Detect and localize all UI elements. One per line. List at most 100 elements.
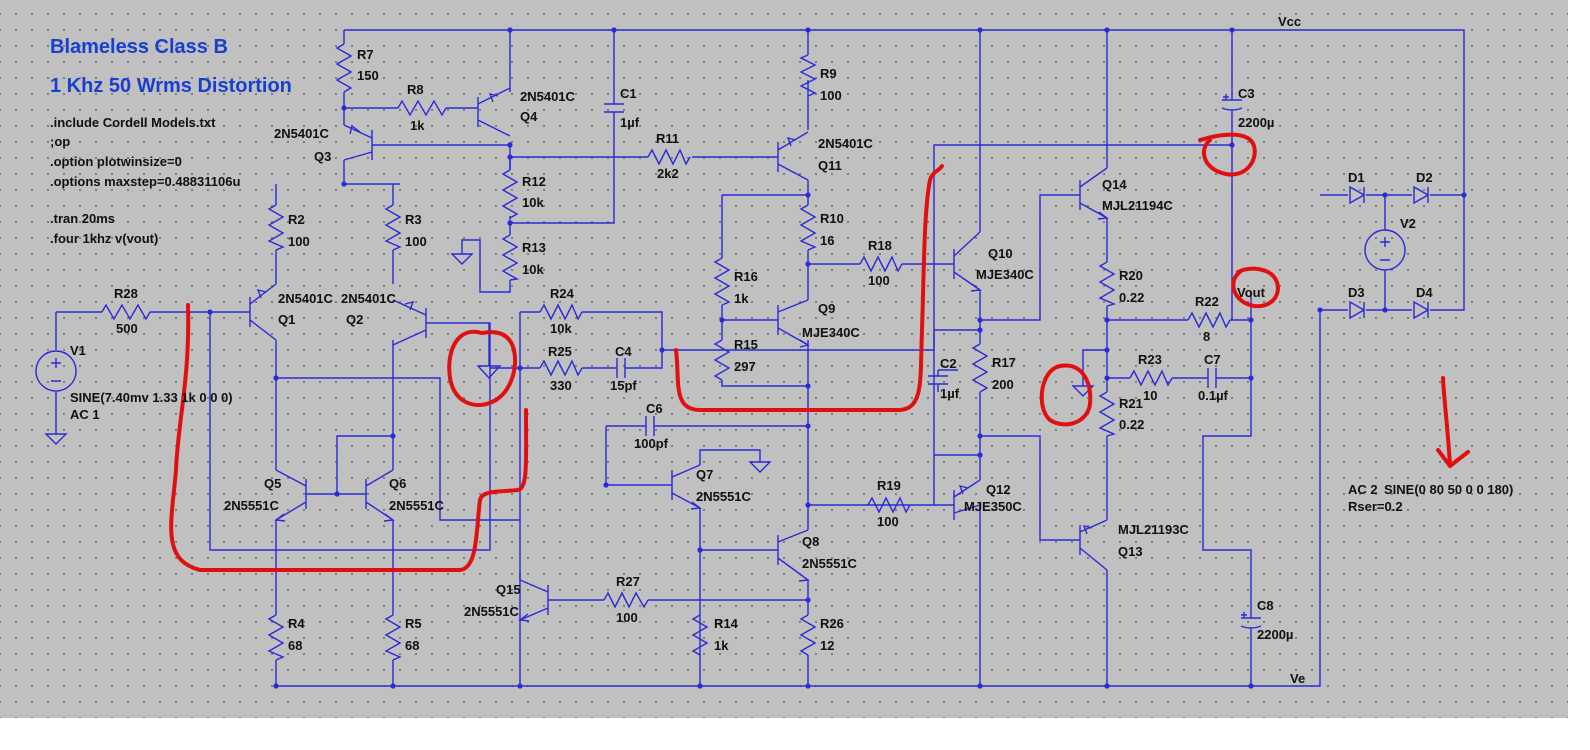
source-name: V1 bbox=[70, 343, 86, 358]
capacitor-c6 bbox=[640, 416, 660, 436]
schematic-svg: Blameless Class B 1 Khz 50 Wrms Distorti… bbox=[35, 14, 1513, 689]
transistor-name: Q9 bbox=[818, 301, 835, 316]
diode-label: D4 bbox=[1416, 285, 1433, 300]
transistor-q1 bbox=[249, 283, 277, 341]
transistor-q5 bbox=[274, 469, 307, 522]
transistors bbox=[249, 87, 1109, 622]
transistor-name: Q2 bbox=[346, 312, 363, 327]
resistor-name: R19 bbox=[877, 478, 901, 493]
transistor-model: MJE340C bbox=[802, 325, 860, 340]
directive: .option plotwinsize=0 bbox=[50, 154, 182, 169]
capacitor-name: C2 bbox=[940, 356, 957, 371]
transistor-name: Q10 bbox=[988, 246, 1013, 261]
transistor-model: 2N5401C bbox=[341, 291, 397, 306]
transistor-model: 2N5401C bbox=[274, 126, 330, 141]
capacitor-name: C8 bbox=[1257, 598, 1274, 613]
resistor-value: 0.22 bbox=[1119, 417, 1144, 432]
directive: .include Cordell Models.txt bbox=[50, 115, 216, 130]
resistor-value: 16 bbox=[820, 233, 834, 248]
capacitor-c8 bbox=[1240, 610, 1262, 640]
ltp-top-wires bbox=[275, 184, 394, 284]
resistor-r7 bbox=[335, 43, 353, 93]
transistor-name: Q12 bbox=[986, 482, 1011, 497]
capacitor-value: 2200µ bbox=[1257, 627, 1293, 642]
resistor-name: R13 bbox=[522, 240, 546, 255]
annotation-vout-circle bbox=[1231, 266, 1280, 309]
transistor-model: MJE340C bbox=[976, 267, 1034, 282]
transistor-q8 bbox=[777, 529, 810, 582]
diode-d1 bbox=[1349, 185, 1366, 205]
transistor-name: Q5 bbox=[264, 476, 281, 491]
transistor-q6 bbox=[365, 469, 395, 522]
resistor-name: R25 bbox=[548, 344, 572, 359]
resistor-r10 bbox=[799, 204, 817, 251]
capacitor-c7 bbox=[1202, 368, 1222, 388]
directive: .tran 20ms bbox=[50, 211, 115, 226]
annotation-input-loop bbox=[169, 303, 529, 572]
title-line1: Blameless Class B bbox=[50, 36, 228, 58]
resistor-r14 bbox=[691, 614, 709, 656]
transistor-q10 bbox=[953, 231, 982, 292]
capacitor-c2 bbox=[928, 370, 948, 392]
c2-wires bbox=[934, 329, 980, 371]
resistor-name: R15 bbox=[734, 337, 758, 352]
resistor-r18 bbox=[859, 255, 903, 273]
resistor-value: 68 bbox=[405, 638, 419, 653]
resistor-value: 8 bbox=[1203, 329, 1210, 344]
resistor-name: R4 bbox=[288, 616, 305, 631]
resistor-name: R24 bbox=[550, 286, 575, 301]
sources bbox=[35, 229, 1406, 473]
capacitors bbox=[604, 88, 1262, 640]
capacitor-name: C3 bbox=[1238, 86, 1255, 101]
resistor-value: 12 bbox=[820, 638, 834, 653]
resistor-name: R22 bbox=[1195, 294, 1219, 309]
resistor-name: R20 bbox=[1119, 268, 1143, 283]
transistor-name: Q15 bbox=[496, 582, 521, 597]
capacitor-value: 2200µ bbox=[1238, 115, 1274, 130]
r8-q4-wires bbox=[372, 82, 511, 170]
transistor-q13 bbox=[1079, 519, 1108, 571]
resistor-name: R12 bbox=[522, 174, 546, 189]
resistor-r12 bbox=[501, 169, 519, 219]
transistor-model: 2N5551C bbox=[696, 489, 752, 504]
resistor-value: 1k bbox=[714, 638, 729, 653]
transistor-q11 bbox=[777, 131, 809, 181]
resistor-value: 100 bbox=[868, 273, 890, 288]
resistor-r13 bbox=[501, 234, 520, 281]
source-rser: Rser=0.2 bbox=[1348, 499, 1403, 514]
ground-v1 bbox=[44, 433, 68, 445]
resistor-value: 0.22 bbox=[1119, 290, 1144, 305]
resistor-name: R7 bbox=[357, 47, 374, 62]
source-value: SINE(0 80 50 0 0 180) bbox=[1384, 482, 1513, 497]
resistor-r19 bbox=[867, 496, 911, 514]
resistor-name: R17 bbox=[992, 355, 1016, 370]
resistor-value: 68 bbox=[288, 638, 302, 653]
resistor-value: 200 bbox=[992, 377, 1014, 392]
resistor-value: 100 bbox=[877, 514, 899, 529]
directive: .options maxstep=0.48831106u bbox=[50, 174, 240, 189]
transistor-q14 bbox=[1079, 167, 1109, 220]
resistor-name: R21 bbox=[1119, 396, 1143, 411]
transistor-name: Q1 bbox=[278, 312, 295, 327]
source-v2-polarity bbox=[1380, 237, 1390, 261]
annotation-output-ground-circle bbox=[1039, 363, 1093, 427]
capacitor-name: C4 bbox=[615, 344, 632, 359]
title-line2: 1 Khz 50 Wrms Distortion bbox=[50, 75, 292, 97]
directive: ;op bbox=[50, 134, 70, 149]
transistor-q7 bbox=[671, 464, 702, 510]
transistor-q15 bbox=[518, 579, 549, 622]
transistor-q2 bbox=[392, 299, 427, 346]
annotation-ground-circle bbox=[447, 329, 517, 407]
resistor-name: R8 bbox=[407, 82, 424, 97]
transistor-model: 2N5401C bbox=[818, 136, 874, 151]
transistor-model: 2N5551C bbox=[389, 498, 445, 513]
capacitor-value: 0.1µf bbox=[1198, 388, 1229, 403]
resistor-r9 bbox=[799, 54, 817, 97]
resistor-r11 bbox=[647, 148, 691, 166]
resistor-r25 bbox=[539, 359, 583, 377]
directive: .four 1khz v(vout) bbox=[50, 231, 158, 246]
c1-wires bbox=[510, 120, 615, 224]
net-label-vout: Vout bbox=[1237, 285, 1266, 300]
net-label-ve: Ve bbox=[1290, 671, 1305, 686]
resistor-r2 bbox=[267, 204, 285, 251]
